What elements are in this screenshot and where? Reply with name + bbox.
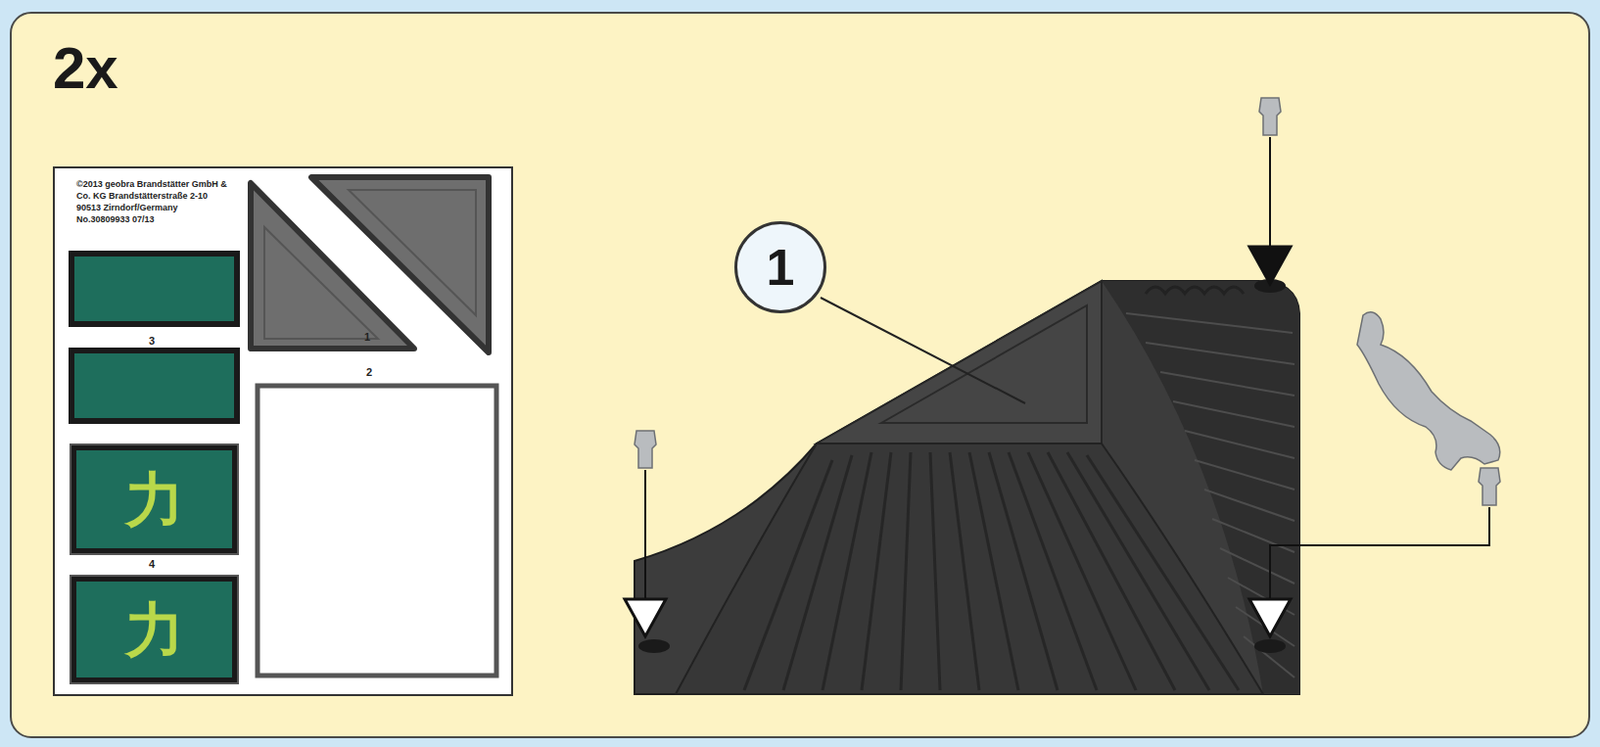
kanji-text: 力 [125, 470, 185, 529]
copyright-text: ©2013 geobra Brandstätter GmbH & Co. KG … [76, 178, 234, 226]
callout-circle: 1 [734, 221, 827, 314]
sticker-number: 4 [148, 558, 155, 570]
sticker-sheet: ©2013 geobra Brandstätter GmbH & Co. KG … [52, 166, 514, 697]
sticker-number: 3 [148, 334, 155, 347]
sticker-number: 2 [366, 366, 373, 378]
quantity-label: 2x [52, 39, 119, 98]
kanji-sticker: 力 [71, 576, 237, 683]
kanji-text: 力 [125, 600, 185, 659]
callout-number: 1 [766, 241, 796, 293]
sticker-number: 1 [364, 330, 371, 343]
kanji-sticker: 力 [71, 445, 237, 554]
